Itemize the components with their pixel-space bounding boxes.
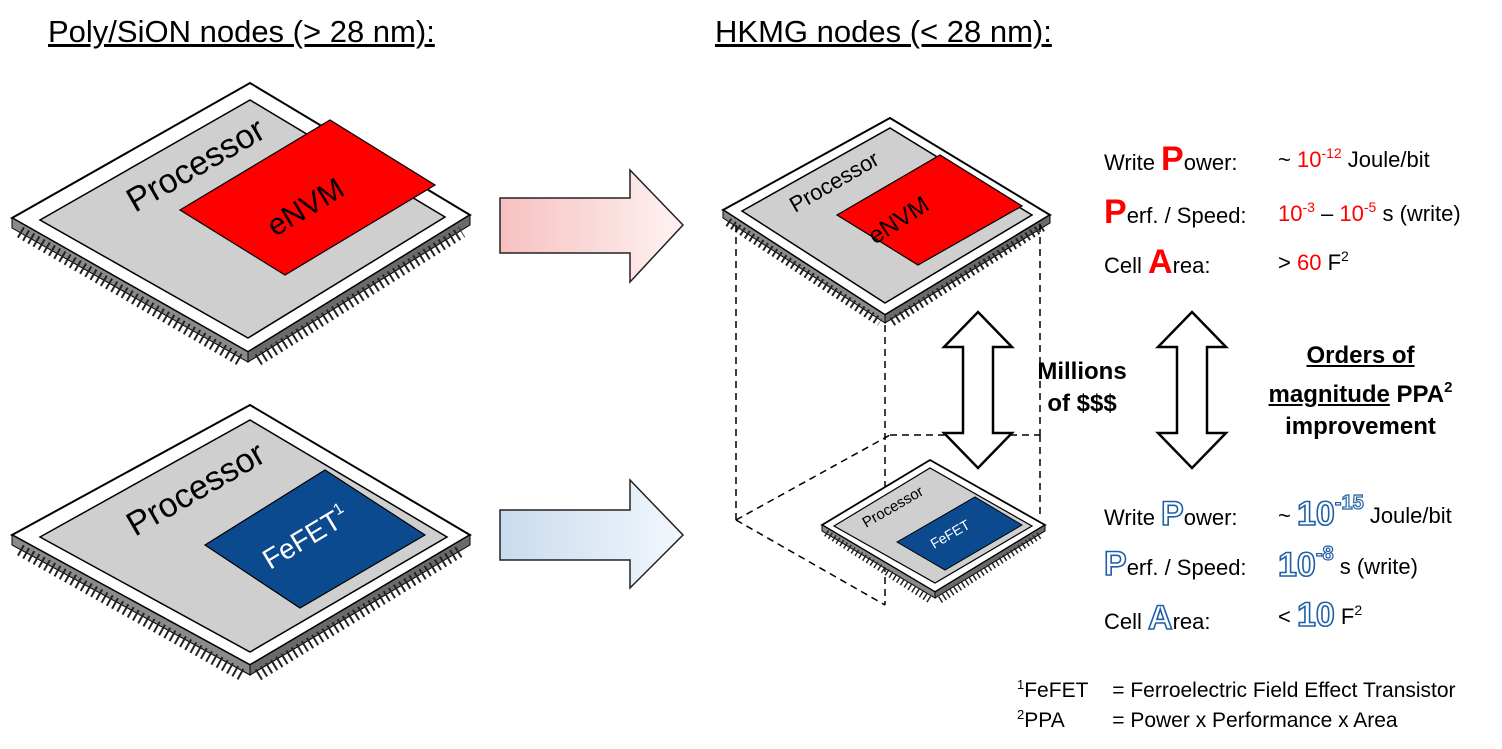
- envm-block-hkmg: [835, 154, 1024, 266]
- top-cell-area-label: Cell Area:: [1104, 243, 1211, 281]
- cost-label: Millions of $$$: [1037, 358, 1127, 417]
- double-arrow-ppa: [1155, 310, 1229, 470]
- fefet-block-small: [896, 496, 1023, 571]
- chip-poly-fefet: Processor FeFET1: [9, 403, 472, 681]
- bottom-perf-speed-label: Perf. / Speed:: [1103, 545, 1247, 583]
- bottom-cell-area-label: Cell Area:: [1104, 599, 1211, 637]
- fefet-block: [203, 469, 427, 609]
- bottom-perf-speed-value: 10-8 s (write): [1277, 543, 1418, 584]
- chip-hkmg-envm: Processor eNVM: [721, 116, 1052, 326]
- heading-poly-sion: Poly/SiON nodes (> 28 nm):: [48, 14, 435, 49]
- top-write-power-value: ~ 10-12 Joule/bit: [1278, 145, 1430, 172]
- bottom-cell-area-value: < 10 F2: [1278, 596, 1363, 634]
- double-arrow-cost: [941, 310, 1015, 470]
- chip-poly-envm: Processor eNVM: [9, 81, 472, 366]
- heading-hkmg: HKMG nodes (< 28 nm):: [715, 14, 1052, 49]
- top-perf-speed-value: 10-3 – 10-5 s (write): [1278, 199, 1461, 226]
- footnote-ppa: 2PPA= Power x Performance x Area: [1017, 707, 1398, 732]
- arrow-blue: [499, 478, 685, 590]
- ppa-improvement-label: Orders of magnitude PPA2 improvement: [1268, 342, 1453, 440]
- top-write-power-label: Write Power:: [1104, 140, 1238, 178]
- bottom-write-power-value: ~ 10-15 Joule/bit: [1278, 492, 1452, 533]
- chip-hkmg-fefet: Processor FeFET: [820, 458, 1047, 603]
- envm-block: [178, 119, 437, 276]
- footnote-fefet: 1FeFET= Ferroelectric Field Effect Trans…: [1017, 677, 1456, 702]
- top-cell-area-value: > 60 F2: [1278, 248, 1349, 275]
- bottom-write-power-label: Write Power:: [1104, 495, 1238, 533]
- top-perf-speed-label: Perf. / Speed:: [1104, 193, 1247, 231]
- arrow-red: [499, 168, 685, 284]
